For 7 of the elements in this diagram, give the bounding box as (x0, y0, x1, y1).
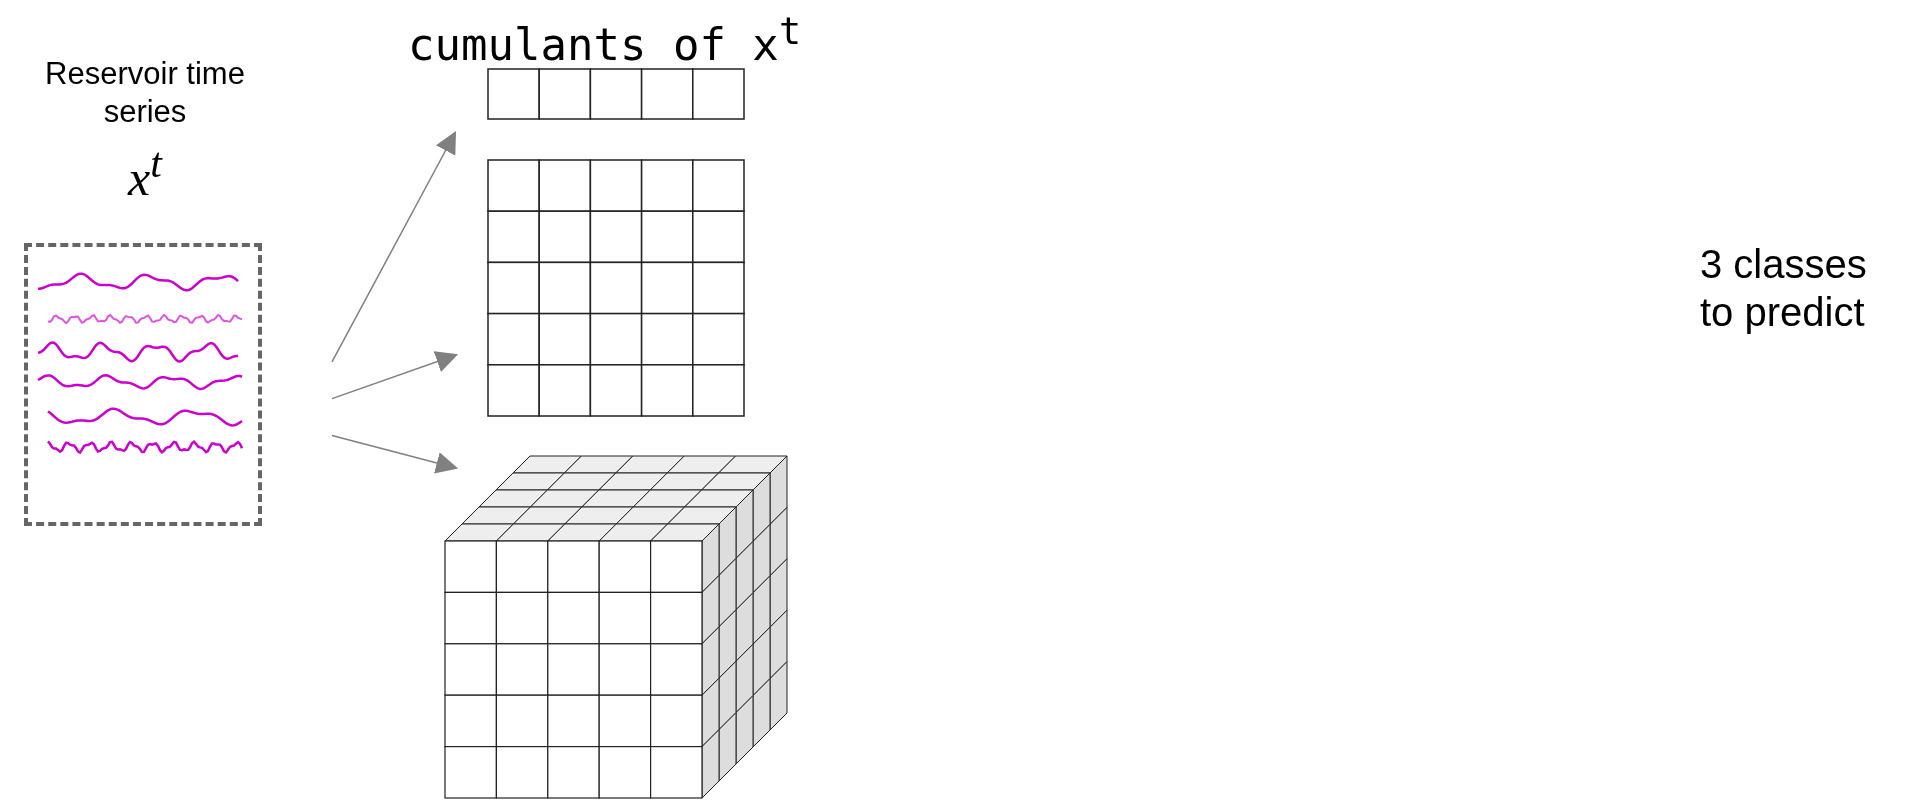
arrow (331, 131, 457, 363)
note-text: 3 classes to predict (1700, 241, 1868, 336)
math-symbol: x$^{t}$ (126, 139, 164, 206)
heading: Reservoir time series (45, 55, 245, 131)
heading: cumulants of x$^{t}$ (408, 9, 801, 72)
arrow (331, 351, 459, 400)
arrow (331, 434, 459, 474)
